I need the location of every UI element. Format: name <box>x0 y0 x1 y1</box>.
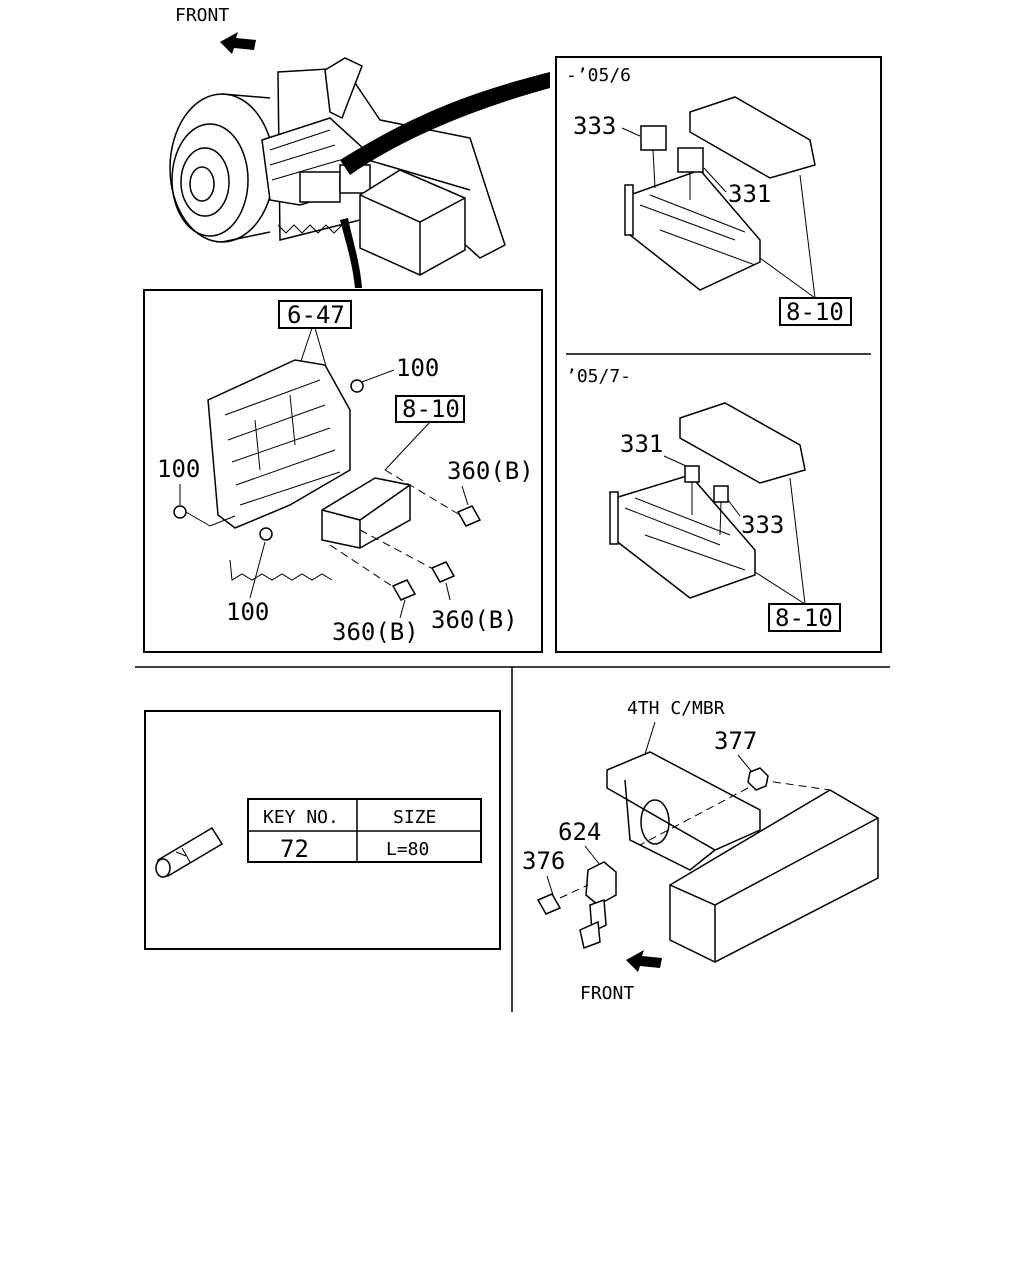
relay-331-b-icon <box>684 465 700 483</box>
front-arrow-icon <box>626 950 662 972</box>
relay-box-early <box>624 96 816 291</box>
part-333-b[interactable]: 333 <box>741 511 784 539</box>
table-cell-size: L=80 <box>386 839 429 860</box>
period-early: -’05/6 <box>566 65 631 86</box>
crossmember-illustration <box>606 751 879 963</box>
callout-sweep-upper <box>340 72 550 175</box>
nut-icon <box>350 379 364 393</box>
sleeve-illustration <box>155 826 224 878</box>
front-label-top: FRONT <box>175 5 229 26</box>
table-cell-key[interactable]: 72 <box>280 835 309 863</box>
crossmember-label: 4TH C/MBR <box>627 698 725 719</box>
nut-377-icon <box>747 767 769 791</box>
part-360b-c[interactable]: 360(B) <box>332 618 419 646</box>
ref-8-10-a[interactable]: 8-10 <box>402 395 460 423</box>
ref-8-10-c[interactable]: 8-10 <box>775 604 833 632</box>
front-label-bottom: FRONT <box>580 983 634 1004</box>
part-100-a[interactable]: 100 <box>396 354 439 382</box>
overview-illustration: FRONT <box>169 5 506 276</box>
relay-333-a-icon <box>640 125 667 151</box>
bolt-icon <box>456 505 482 527</box>
crossmember-panel: 4TH C/MBR 377 624 376 FRONT <box>522 698 879 1004</box>
battery-illustration <box>359 169 466 276</box>
relay-panel: -’05/6 ’05/7- 333 331 8-10 33 <box>555 56 882 653</box>
table-header-key: KEY NO. <box>263 807 339 828</box>
part-333-a[interactable]: 333 <box>573 112 616 140</box>
relay-331-a-icon <box>677 147 704 173</box>
relay-box-late <box>609 402 806 599</box>
nut-icon <box>173 505 187 519</box>
part-360b-b[interactable]: 360(B) <box>431 606 518 634</box>
bolt-376-icon <box>536 893 562 915</box>
bolt-icon <box>430 561 456 583</box>
fuse-box-overview <box>261 117 371 206</box>
front-arrow-icon <box>220 32 256 54</box>
ref-6-47[interactable]: 6-47 <box>287 301 345 329</box>
bolt-icon <box>391 579 417 601</box>
part-624[interactable]: 624 <box>558 818 601 846</box>
table-header-size: SIZE <box>393 807 436 828</box>
nut-icon <box>259 527 273 541</box>
ref-8-10-b[interactable]: 8-10 <box>786 298 844 326</box>
fuse-box-bracket-illustration <box>321 477 411 549</box>
part-376[interactable]: 376 <box>522 847 565 875</box>
callout-sweep-lower <box>340 218 362 288</box>
fuse-box-mounting-panel: 6-47 8-10 100 100 100 360(B) <box>143 289 543 653</box>
sensor-624-illustration <box>579 861 617 950</box>
part-377[interactable]: 377 <box>714 727 757 755</box>
bracket-illustration <box>324 57 363 120</box>
part-100-c[interactable]: 100 <box>226 598 269 626</box>
mounting-plate-illustration <box>207 359 351 529</box>
ref-box-8-10-b[interactable] <box>779 297 852 326</box>
part-360b-a[interactable]: 360(B) <box>447 457 534 485</box>
size-table-panel: KEY NO. SIZE 72 L=80 <box>144 710 501 950</box>
part-100-b[interactable]: 100 <box>157 455 200 483</box>
relay-333-b-icon <box>713 485 729 503</box>
part-331-b[interactable]: 331 <box>620 430 663 458</box>
wheel-illustration <box>169 93 275 243</box>
period-late: ’05/7- <box>566 366 631 387</box>
part-331-a[interactable]: 331 <box>728 180 771 208</box>
